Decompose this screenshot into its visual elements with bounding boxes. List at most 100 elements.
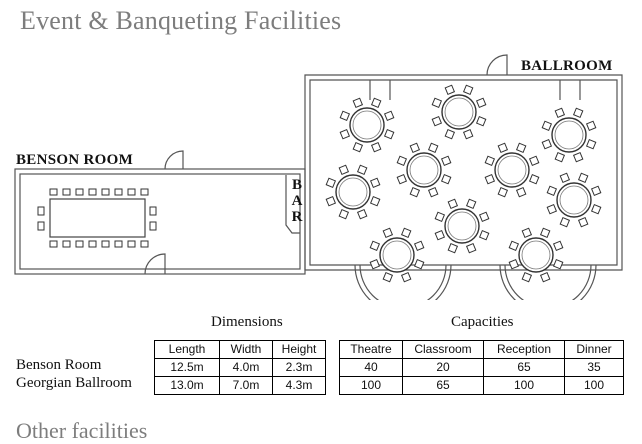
table-cell: 100 (339, 376, 403, 395)
bar-counter (285, 175, 300, 234)
table-top (556, 182, 592, 218)
chair (101, 240, 110, 248)
chair (325, 177, 337, 189)
chair (465, 198, 477, 210)
chair (101, 188, 110, 196)
chair (338, 164, 350, 176)
bay-window-right-inner (504, 264, 592, 300)
chair (484, 155, 496, 167)
chair (440, 173, 452, 185)
header-cell: Theatre (339, 340, 403, 359)
header-cell: Height (272, 340, 326, 359)
chair (497, 186, 509, 198)
round-table (431, 84, 487, 140)
table-cell: 2.3m (272, 358, 326, 377)
chair (149, 221, 157, 231)
chair (75, 240, 84, 248)
chair (127, 188, 136, 196)
table-top-inner (444, 97, 474, 127)
chair (352, 97, 364, 109)
table-top (494, 152, 530, 188)
chair (62, 240, 71, 248)
chair (431, 115, 443, 127)
table-row: 13.0m 7.0m 4.3m (154, 376, 326, 395)
wall-notches (369, 80, 581, 100)
table-top (349, 107, 385, 143)
chair (465, 242, 477, 254)
chair (396, 173, 408, 185)
capacities-table: Theatre Classroom Reception Dinner 40 20… (339, 340, 624, 395)
ballroom-label: BALLROOM (521, 58, 613, 74)
table-cell: 100 (483, 376, 565, 395)
chair (370, 141, 382, 153)
chair (497, 142, 509, 154)
chair (447, 242, 459, 254)
chair (541, 138, 553, 150)
chair (431, 97, 443, 109)
table-top-inner (497, 155, 527, 185)
chair (572, 107, 584, 119)
chair (409, 142, 421, 154)
table-cell: 20 (402, 358, 484, 377)
table-top (406, 152, 442, 188)
chair (325, 195, 337, 207)
section-title-other-facilities: Other facilities (16, 418, 148, 443)
chair (352, 141, 364, 153)
chair (577, 172, 589, 184)
table-top (335, 174, 371, 210)
chair (396, 155, 408, 167)
bay-window-left (354, 264, 452, 300)
chair (413, 240, 425, 252)
chair (356, 164, 368, 176)
round-tables (325, 84, 602, 283)
round-table (325, 164, 381, 220)
chair (444, 128, 456, 140)
chair (546, 185, 558, 197)
chair (382, 271, 394, 283)
chair (462, 128, 474, 140)
chair (369, 258, 381, 270)
chair (369, 177, 381, 189)
chair (62, 188, 71, 196)
chair (552, 240, 564, 252)
chair (338, 208, 350, 220)
round-table (541, 107, 597, 163)
chair (114, 240, 123, 248)
table-cell: 12.5m (154, 358, 220, 377)
dimensions-table: Length Width Height 12.5m 4.0m 2.3m 13.0… (154, 340, 326, 395)
chair (447, 198, 459, 210)
table-cell: 40 (339, 358, 403, 377)
benson-room-wall-outer (14, 168, 306, 275)
chair (559, 216, 571, 228)
chair (37, 206, 45, 216)
chair (383, 110, 395, 122)
table-cell: 65 (402, 376, 484, 395)
table-top-inner (521, 240, 551, 270)
chair (475, 115, 487, 127)
chair (88, 240, 97, 248)
chair (508, 240, 520, 252)
chair (515, 142, 527, 154)
chair (49, 188, 58, 196)
floor-plan (14, 54, 623, 300)
chair (49, 240, 58, 248)
table-cell: 7.0m (219, 376, 273, 395)
ballroom-wall-outer (304, 74, 623, 271)
table-top (441, 94, 477, 130)
table-top-inner (554, 120, 584, 150)
table-top (379, 237, 415, 273)
table-top-inner (559, 185, 589, 215)
door-swing-ballroom (486, 54, 508, 76)
header-cell: Classroom (402, 340, 484, 359)
chair (585, 138, 597, 150)
table-cell: 13.0m (154, 376, 220, 395)
chair (427, 186, 439, 198)
header-cell: Dinner (564, 340, 624, 359)
chair (434, 211, 446, 223)
chair (140, 188, 149, 196)
chair (554, 107, 566, 119)
row-label-benson-room: Benson Room (16, 357, 102, 373)
round-table (508, 227, 564, 283)
chair (484, 173, 496, 185)
chair (149, 206, 157, 216)
